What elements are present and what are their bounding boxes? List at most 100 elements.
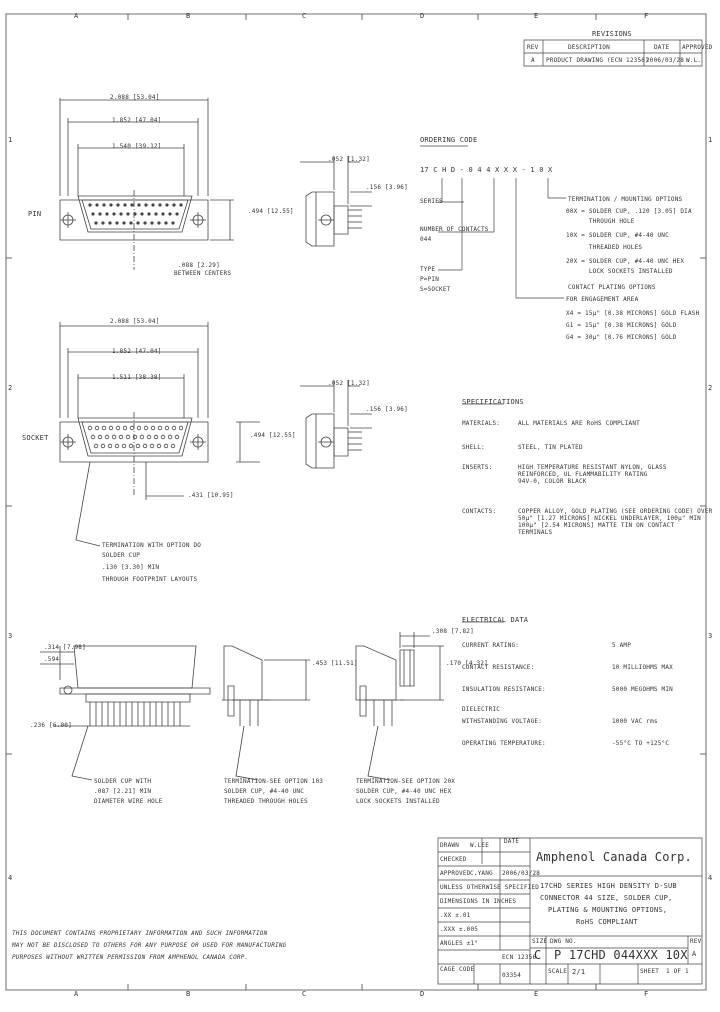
- bottom-view-1: [40, 646, 210, 780]
- spec-contacts-value: COPPER ALLOY, GOLD PLATING (SEE ORDERING…: [518, 508, 713, 536]
- zone-left-3: 3: [8, 632, 13, 640]
- tb-drawn-by: W.LEE: [470, 842, 490, 849]
- ordering-part-number: 17 C H D - 0 4 4 X X X - 1 0 X: [420, 166, 553, 174]
- socket-dim-shell: 1.511 [38.38]: [112, 374, 162, 381]
- pin-dim-overall: 2.088 [53.04]: [110, 94, 160, 101]
- spec-shell-label: SHELL:: [462, 444, 485, 451]
- revisions-cell-date: 2006/03/28: [646, 57, 685, 64]
- tb-checked-by: C.YANG: [470, 870, 493, 877]
- side-height-2: .170 [4.32]: [446, 660, 488, 667]
- tb-date-value: 2006/03/28: [502, 870, 541, 877]
- socket-dim-mounting: 1.852 [47.04]: [112, 348, 162, 355]
- zone-left-4: 4: [8, 874, 13, 882]
- plating-options-title: CONTACT PLATING OPTIONS: [568, 284, 656, 291]
- elec-resistance-label: CONTACT RESISTANCE:: [462, 664, 535, 671]
- pin-dim-shell: 1.540 [39.12]: [112, 143, 162, 150]
- bottom-view-2: [222, 646, 310, 780]
- pin-side-dim: .052 [1.32]: [328, 156, 370, 163]
- termination-note-2: SOLDER CUP: [102, 552, 141, 559]
- elec-temperature-value: -55°C TO +125°C: [612, 740, 670, 747]
- tb-sheet-label: SHEET: [640, 968, 660, 975]
- specifications-title: SPECIFICATIONS: [462, 398, 524, 406]
- zone-bottom-a: A: [74, 990, 79, 998]
- tb-tolerance-4: ANGLES ±1°: [440, 940, 479, 947]
- label-a-2: .087 [2.21] MIN: [94, 788, 152, 795]
- termination-note-1: TERMINATION WITH OPTION DO: [102, 542, 202, 549]
- zone-right-1: 1: [708, 136, 713, 144]
- pin-side-view: [300, 156, 372, 246]
- title-block: [438, 838, 702, 984]
- revisions-header-approved: APPROVED: [682, 44, 713, 51]
- tb-title-4: RoHS COMPLIANT: [576, 918, 638, 926]
- confidential-line-1: THIS DOCUMENT CONTAINS PROPRIETARY INFOR…: [12, 930, 268, 937]
- label-a-3: DIAMETER WIRE HOLE: [94, 798, 163, 805]
- socket-dim-height: .494 [12.55]: [250, 432, 296, 439]
- ordering-type-pin: P=PIN: [420, 276, 440, 283]
- zone-right-2: 2: [708, 384, 713, 392]
- socket-contacts: [88, 426, 183, 448]
- spec-inserts-label: INSERTS:: [462, 464, 493, 471]
- zone-top-b: B: [186, 12, 191, 20]
- elec-insulation-value: 5000 MEGOHMS MIN: [612, 686, 673, 693]
- confidential-line-2: MAY NOT BE DISCLOSED TO OTHERS FOR ANY P…: [12, 942, 287, 949]
- tb-tolerance-title: UNLESS OTHERWISE SPECIFIED: [440, 884, 540, 891]
- tb-scale-label: SCALE: [548, 968, 568, 975]
- zone-top-a: A: [74, 12, 79, 20]
- mounting-options-title: TERMINATION / MOUNTING OPTIONS: [568, 196, 683, 203]
- mounting-option-1: 00X = SOLDER CUP, .120 [3.05] DIA: [566, 208, 692, 215]
- zone-top-e: E: [534, 12, 539, 20]
- tb-cage-value: 03354: [502, 972, 522, 979]
- elec-temperature-label: OPERATING TEMPERATURE:: [462, 740, 546, 747]
- zone-top-c: C: [302, 12, 307, 20]
- revisions-title: REVISIONS: [592, 30, 632, 38]
- tb-rev: A: [692, 950, 697, 958]
- termination-note-4: THROUGH FOOTPRINT LAYOUTS: [102, 576, 198, 583]
- termination-note-3: .130 [3.30] MIN: [102, 564, 160, 571]
- tb-ecn: ECN 12356: [502, 954, 537, 961]
- elec-resistance-value: 10 MILLIOHMS MAX: [612, 664, 673, 671]
- zone-left-2: 2: [8, 384, 13, 392]
- label-c-1: TERMINATION-SEE OPTION 20X: [356, 778, 456, 785]
- tb-title-2: CONNECTOR 44 SIZE, SOLDER CUP,: [540, 894, 673, 902]
- pin-front-view: [60, 98, 234, 270]
- spec-materials-value: ALL MATERIALS ARE RoHS COMPLIANT: [518, 420, 640, 427]
- zone-bottom-e: E: [534, 990, 539, 998]
- elec-current-label: CURRENT RATING:: [462, 642, 520, 649]
- zone-right-4: 4: [708, 874, 713, 882]
- pin-side-height: .156 [3.96]: [366, 184, 408, 191]
- pin-dim-spacing: .088 [2.29]: [178, 262, 220, 269]
- socket-side-view: [300, 380, 372, 468]
- tb-dwg-label: DWG NO.: [550, 938, 577, 945]
- tb-size: C: [534, 948, 542, 962]
- socket-label: SOCKET: [22, 434, 49, 442]
- ordering-leaders: [420, 146, 566, 622]
- pin-label: PIN: [28, 210, 42, 218]
- mounting-option-6: LOCK SOCKETS INSTALLED: [566, 268, 673, 275]
- drawing-border: [6, 14, 706, 990]
- tb-checked-label: CHECKED: [440, 856, 467, 863]
- revisions-table: [524, 40, 702, 66]
- label-b-3: THREADED THROUGH HOLES: [224, 798, 308, 805]
- plating-option-1: FOR ENGAGEMENT AREA: [566, 296, 639, 303]
- zone-bottom-b: B: [186, 990, 191, 998]
- company-name: Amphenol Canada Corp.: [536, 850, 692, 864]
- mounting-option-2: THROUGH HOLE: [566, 218, 635, 225]
- ordering-title: ORDERING CODE: [420, 136, 478, 144]
- label-b-2: SOLDER CUP, #4-40 UNC: [224, 788, 305, 795]
- mounting-option-4: THREADED HOLES: [566, 244, 643, 251]
- tb-drawn-label: DRAWN: [440, 842, 460, 849]
- elec-current-value: 5 AMP: [612, 642, 632, 649]
- label-b-1: TERMINATION-SEE OPTION 103: [224, 778, 324, 785]
- plating-option-2: X4 = 15µ" [0.38 MICRONS] GOLD FLASH: [566, 310, 700, 317]
- pin-contacts: [88, 203, 183, 225]
- plating-option-4: G4 = 30µ" [0.76 MICRONS] GOLD: [566, 334, 677, 341]
- elec-voltage-value: 1000 VAC rms: [612, 718, 658, 725]
- revisions-header-date: DATE: [654, 44, 670, 51]
- tb-rev-label: REV: [690, 938, 702, 945]
- pin-dim-height: .494 [12.55]: [248, 208, 294, 215]
- spec-materials-label: MATERIALS:: [462, 420, 501, 427]
- ordering-contacts: NUMBER OF CONTACTS: [420, 226, 489, 233]
- tb-tolerance-2: .XX ±.01: [440, 912, 471, 919]
- zone-bottom-d: D: [420, 990, 425, 998]
- revisions-cell-rev: A: [531, 57, 535, 64]
